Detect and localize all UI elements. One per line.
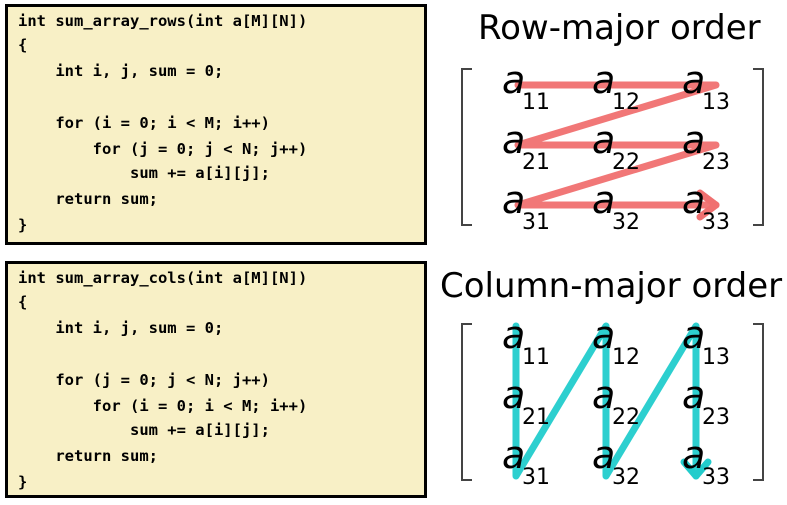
traversal-path <box>512 322 700 480</box>
matrix-element-symbol: a <box>682 58 705 102</box>
matrix-element-index: 23 <box>702 150 730 175</box>
matrix-element-symbol: a <box>592 118 615 162</box>
code-line: int sum_array_rows(int a[M][N]) <box>18 12 308 30</box>
matrix-element-index: 22 <box>612 150 640 175</box>
code-line: { <box>18 293 28 311</box>
matrix-element-index: 13 <box>702 90 730 115</box>
matrix-element-symbol: a <box>592 373 615 417</box>
column-major-title: Column-major order <box>440 266 783 306</box>
code-line: { <box>18 36 28 54</box>
matrix-element-symbol: a <box>502 118 525 162</box>
matrix-element-symbol: a <box>592 178 615 222</box>
matrix-element-index: 11 <box>522 345 550 370</box>
matrix-element-index: 23 <box>702 405 730 430</box>
matrix-element-symbol: a <box>682 313 705 357</box>
matrix-element-index: 22 <box>612 405 640 430</box>
matrix-element-symbol: a <box>502 433 525 477</box>
matrix-element-symbol: a <box>682 178 705 222</box>
left-bracket <box>461 68 472 226</box>
matrix-element-symbol: a <box>682 433 705 477</box>
code-line: int sum_array_cols(int a[M][N]) <box>18 269 308 287</box>
matrix-element-symbol: a <box>502 178 525 222</box>
matrix-element-symbol: a <box>592 313 615 357</box>
right-bracket <box>753 323 764 481</box>
code-line: for (i = 0; i < M; i++) <box>18 397 308 415</box>
matrix-element-symbol: a <box>592 58 615 102</box>
matrix-element-index: 12 <box>612 345 640 370</box>
matrix-element-symbol: a <box>682 373 705 417</box>
matrix-element-index: 12 <box>612 90 640 115</box>
code-line: int i, j, sum = 0; <box>18 62 224 80</box>
matrix-element-index: 32 <box>612 465 640 490</box>
matrix-element-symbol: a <box>592 433 615 477</box>
matrix-element-index: 21 <box>522 150 550 175</box>
code-line: for (j = 0; j < N; j++) <box>18 371 270 389</box>
arrowhead <box>680 458 712 480</box>
code-line: return sum; <box>18 190 158 208</box>
code-line: return sum; <box>18 447 158 465</box>
left-bracket <box>461 323 472 481</box>
right-bracket <box>753 68 764 226</box>
code-line: sum += a[i][j]; <box>18 164 270 182</box>
col-sum-code-block: int sum_array_cols(int a[M][N]) { int i, … <box>5 261 427 498</box>
row-major-title: Row-major order <box>478 8 761 48</box>
matrix-element-symbol: a <box>682 118 705 162</box>
matrix-element-index: 33 <box>702 465 730 490</box>
matrix-element-index: 33 <box>702 210 730 235</box>
matrix-element-index: 31 <box>522 210 550 235</box>
traversal-path <box>514 81 720 209</box>
matrix-element-symbol: a <box>502 313 525 357</box>
matrix-element-index: 32 <box>612 210 640 235</box>
code-line: sum += a[i][j]; <box>18 421 270 439</box>
code-line: } <box>18 473 28 491</box>
matrix-element-symbol: a <box>502 58 525 102</box>
matrix-element-index: 13 <box>702 345 730 370</box>
matrix-element-index: 21 <box>522 405 550 430</box>
code-line: } <box>18 216 28 234</box>
code-line: for (i = 0; i < M; i++) <box>18 114 270 132</box>
code-line: int i, j, sum = 0; <box>18 319 224 337</box>
matrix-element-index: 31 <box>522 465 550 490</box>
row-sum-code-block: int sum_array_rows(int a[M][N]) { int i, … <box>5 4 427 245</box>
code-line: for (j = 0; j < N; j++) <box>18 140 308 158</box>
matrix-element-index: 11 <box>522 90 550 115</box>
arrowhead <box>696 189 720 221</box>
matrix-element-symbol: a <box>502 373 525 417</box>
